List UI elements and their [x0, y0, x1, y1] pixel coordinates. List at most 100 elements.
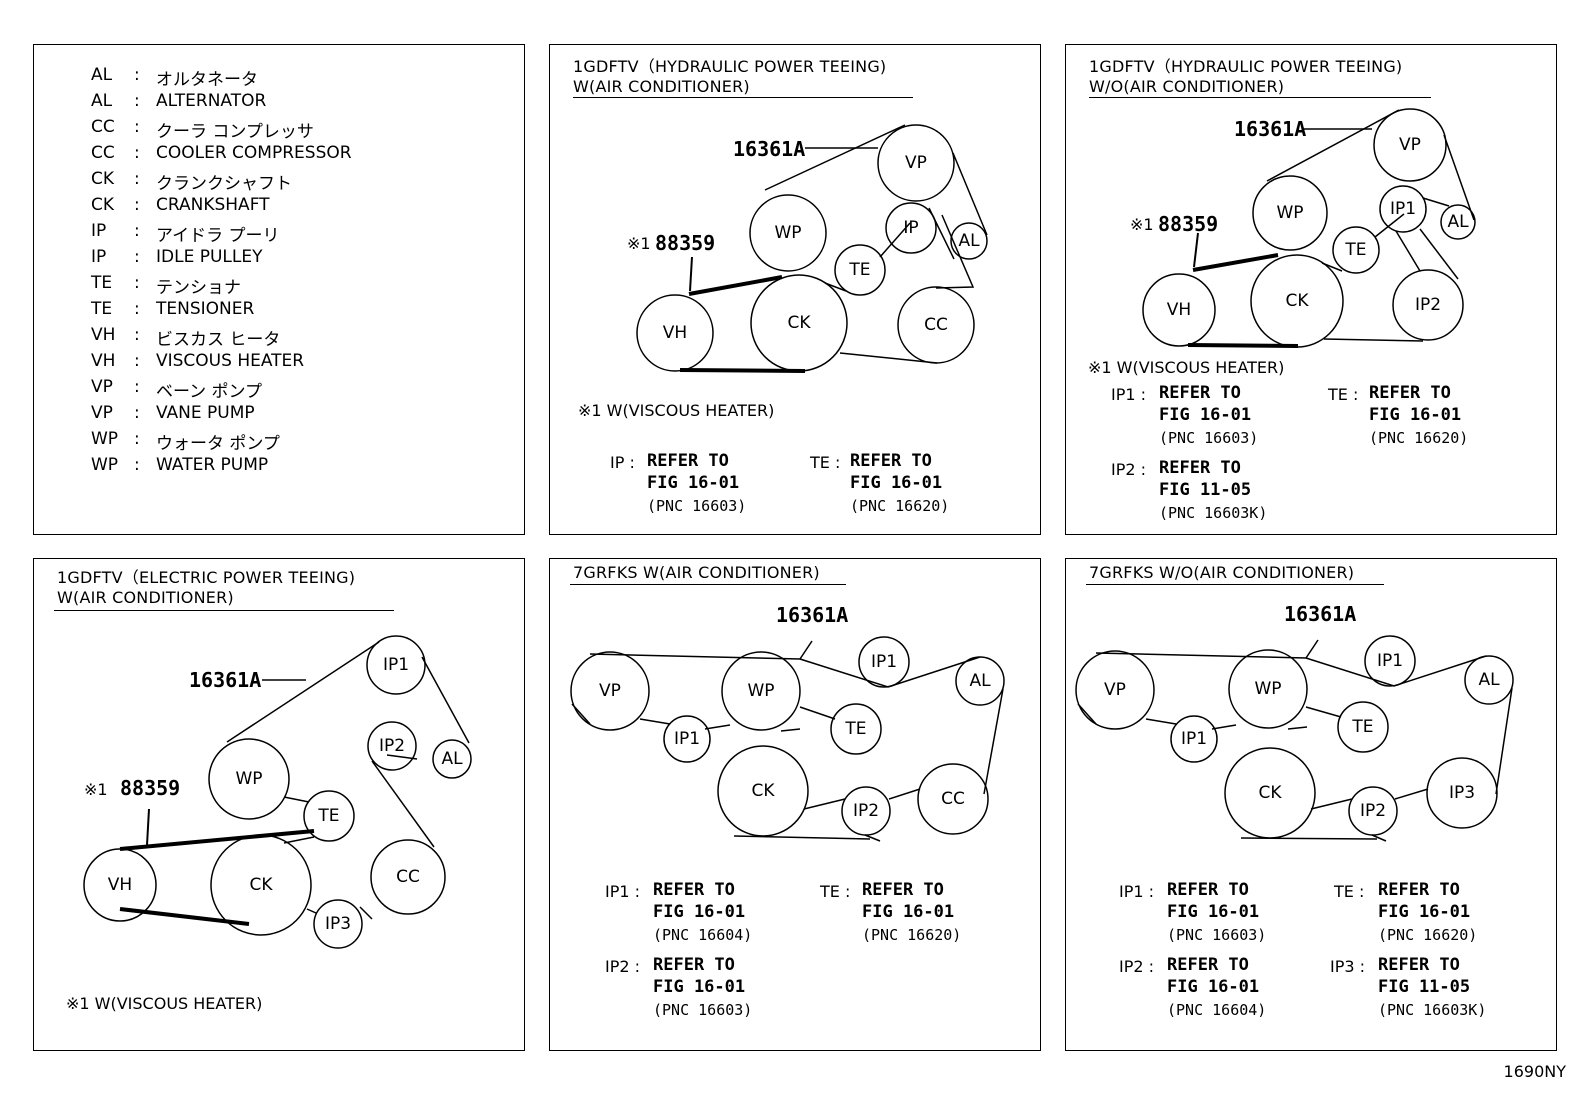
belt-main [1077, 652, 1513, 842]
panel-title: 1GDFTV（HYDRAULIC POWER TEEING) [1089, 57, 1403, 76]
title-underline [573, 97, 913, 98]
pulley-te [830, 703, 882, 755]
panel-title: 7GRFKS W/O(AIR CONDITIONER) [1089, 563, 1355, 582]
part-number-16361a: 16361A [189, 668, 261, 692]
pulley-vp [1075, 650, 1155, 730]
pulley-ip1-lower [663, 715, 711, 763]
pulley-ip3 [313, 899, 363, 949]
part-number-88359: 88359 [1158, 212, 1218, 236]
pulley-label-ip: IP [903, 218, 918, 238]
pulley-label-te: TE [1351, 717, 1373, 737]
pulley-label-ip2: IP2 [853, 801, 879, 821]
diagram-panel-1gdftv-hydraulic-wo-ac: 1GDFTV（HYDRAULIC POWER TEEING) W/O(AIR C… [1065, 44, 1557, 535]
pulley-vh [1142, 273, 1216, 347]
belt-main [571, 653, 1004, 842]
pulley-label-ip1: IP1 [1390, 199, 1416, 219]
pulley-label-ip1-upper: IP1 [871, 652, 897, 672]
panel-title: 1GDFTV（ELECTRIC POWER TEEING) [57, 568, 356, 587]
leader-88359 [146, 808, 150, 846]
pulley-label-ck: CK [1285, 291, 1309, 311]
leader-88359 [689, 256, 693, 292]
belt-diagram: VP IP1 AL WP TE VH CK IP2 16361A ※1 8835… [1088, 108, 1476, 377]
pulley-label-vp: VP [1399, 135, 1421, 155]
pulley-label-ip2: IP2 [1360, 801, 1386, 821]
pulley-label-ip3: IP3 [325, 914, 351, 934]
pulley-label-ck: CK [751, 781, 775, 801]
diagram-panel-1gdftv-hydraulic-w-ac: 1GDFTV（HYDRAULIC POWER TEEING) W(AIR CON… [549, 44, 1041, 535]
pulley-label-te: TE [844, 719, 866, 739]
pulley-ip2 [1392, 269, 1464, 341]
pulley-ip3 [1426, 757, 1498, 829]
part-mark: ※1 [1130, 215, 1154, 234]
diagram-panel-7grfks-wo-ac: 7GRFKS W/O(AIR CONDITIONER) VP WP IP1 AL… [1065, 558, 1557, 1051]
pulley-vh [636, 294, 714, 372]
pulley-label-ck: CK [787, 313, 811, 333]
panel-subtitle: W(AIR CONDITIONER) [573, 77, 750, 96]
pulley-label-wp: WP [235, 769, 262, 789]
pulley-label-ip1-lower: IP1 [1181, 729, 1207, 749]
pulley-label-wp: WP [774, 223, 801, 243]
belt-viscous-lower [679, 368, 806, 373]
pulley-te [834, 244, 886, 296]
belt-main [764, 124, 988, 364]
pulley-label-wp: WP [747, 681, 774, 701]
pulley-al [1440, 204, 1476, 240]
diagram-panel-1gdftv-electric-w-ac: 1GDFTV（ELECTRIC POWER TEEING) W(AIR COND… [33, 558, 525, 1051]
pulley-ip1-upper [1364, 635, 1416, 687]
pulley-label-ck: CK [249, 875, 273, 895]
pulley-vp [877, 124, 955, 202]
pulley-label-ip3: IP3 [1449, 783, 1475, 803]
diagram-panel-7grfks-w-ac: 7GRFKS W(AIR CONDITIONER) VP WP IP1 AL I… [549, 558, 1041, 1051]
part-number-16361a: 16361A [776, 603, 848, 627]
pulley-label-vh: VH [108, 875, 132, 895]
pulley-ip1 [366, 635, 426, 695]
pulley-label-vp: VP [599, 681, 621, 701]
pulley-wp [1252, 175, 1328, 251]
pulley-label-ip1: IP1 [383, 655, 409, 675]
pulley-label-ip1-lower: IP1 [674, 729, 700, 749]
pulley-label-wp: WP [1254, 679, 1281, 699]
pulley-label-cc: CC [941, 789, 965, 809]
panel-title: 7GRFKS W(AIR CONDITIONER) [573, 563, 820, 582]
pulley-wp [1228, 649, 1308, 729]
pulley-label-al: AL [969, 671, 991, 691]
pulley-label-al: AL [1447, 212, 1469, 232]
pulley-label-al: AL [958, 231, 980, 251]
pulley-wp [721, 651, 801, 731]
note-viscous-heater: ※1 W(VISCOUS HEATER) [578, 401, 774, 420]
pulley-label-vp: VP [1104, 680, 1126, 700]
figure-id: 1690NY [1503, 1062, 1566, 1081]
pulley-label-ck: CK [1258, 783, 1282, 803]
pulley-label-wp: WP [1276, 203, 1303, 223]
belt-viscous [119, 829, 315, 851]
pulley-ip1-lower [1170, 715, 1218, 763]
belt-viscous [688, 275, 783, 296]
pulley-wp [749, 194, 827, 272]
pulley-label-vh: VH [663, 323, 687, 343]
pulley-label-ip2: IP2 [379, 736, 405, 756]
pulley-ip1 [1379, 185, 1427, 233]
title-underline [1086, 584, 1384, 585]
part-number-16361a: 16361A [1234, 117, 1306, 141]
pulley-ip [885, 202, 937, 254]
belt-diagram: VP WP IP1 AL IP1 TE CK IP2 IP3 16361A [1075, 602, 1514, 842]
pulley-label-vp: VP [905, 153, 927, 173]
part-number-88359: 88359 [655, 231, 715, 255]
title-underline [1089, 97, 1431, 98]
panel-subtitle: W(AIR CONDITIONER) [57, 588, 234, 607]
pulley-label-ip1-upper: IP1 [1377, 651, 1403, 671]
pulley-label-al: AL [441, 749, 463, 769]
pulley-al [432, 739, 472, 779]
pulley-label-ip2: IP2 [1415, 295, 1441, 315]
pulley-te [303, 790, 355, 842]
part-number-88359: 88359 [120, 776, 180, 800]
pulley-label-te: TE [317, 806, 339, 826]
leader-16361a [1305, 639, 1319, 659]
pulley-ip1-upper [858, 636, 910, 688]
leader-16361a [799, 640, 813, 660]
part-number-16361a: 16361A [1284, 602, 1356, 626]
pulley-al [1464, 655, 1514, 705]
leader-88359 [1193, 232, 1199, 268]
belt-viscous-lower [119, 907, 250, 926]
pulley-cc [370, 839, 446, 915]
